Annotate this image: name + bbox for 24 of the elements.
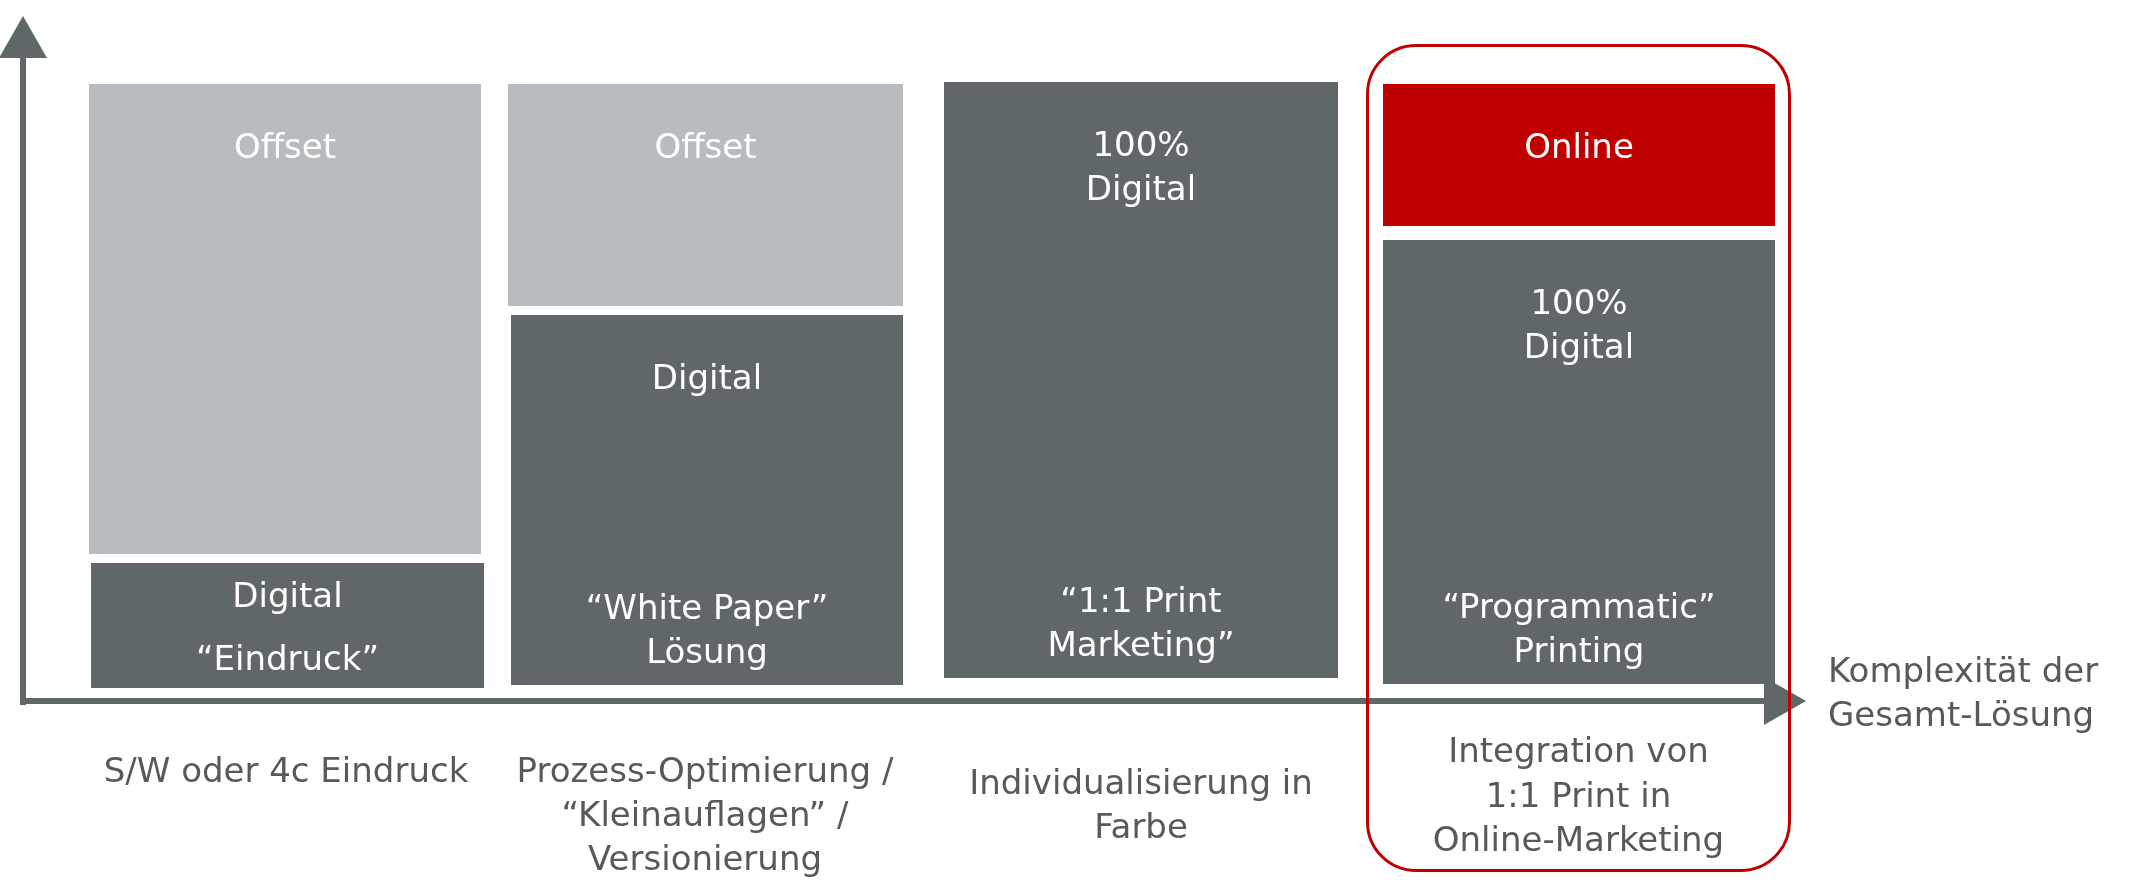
block-text: “White Paper” Lösung [584, 585, 830, 673]
category-label: Individualisierung in Farbe [968, 761, 1314, 849]
digital-block [1383, 240, 1775, 684]
category-label: S/W oder 4c Eindruck [102, 749, 470, 792]
highlight-frame [1366, 44, 1791, 872]
digital-block [511, 315, 903, 685]
block-text: Integration von 1:1 Print in Online-Marketing [1431, 729, 1726, 861]
online-block [1383, 84, 1775, 226]
offset-block [508, 84, 903, 306]
block-text: “1:1 Print Marketing” [1046, 578, 1236, 666]
block-text: Online [1524, 125, 1634, 168]
block-text: “Programmatic” Printing [1441, 584, 1717, 672]
offset-block [89, 84, 481, 554]
block-text: 100% Digital [1522, 281, 1636, 369]
block-text: 100% Digital [1084, 123, 1198, 211]
digital-block [91, 563, 484, 688]
category-label: Prozess-Optimierung / “Kleinauflagen” / Versionierung [515, 749, 895, 881]
block-text: Offset [233, 125, 337, 168]
block-text: Offset [654, 125, 757, 168]
axis-label: Komplexität der Gesamt-Lösung [1828, 649, 2100, 737]
digital-block [944, 82, 1338, 678]
block-text: Digital [232, 574, 343, 617]
block-text: “Eindruck” [195, 636, 380, 680]
block-text: Digital [651, 356, 763, 399]
